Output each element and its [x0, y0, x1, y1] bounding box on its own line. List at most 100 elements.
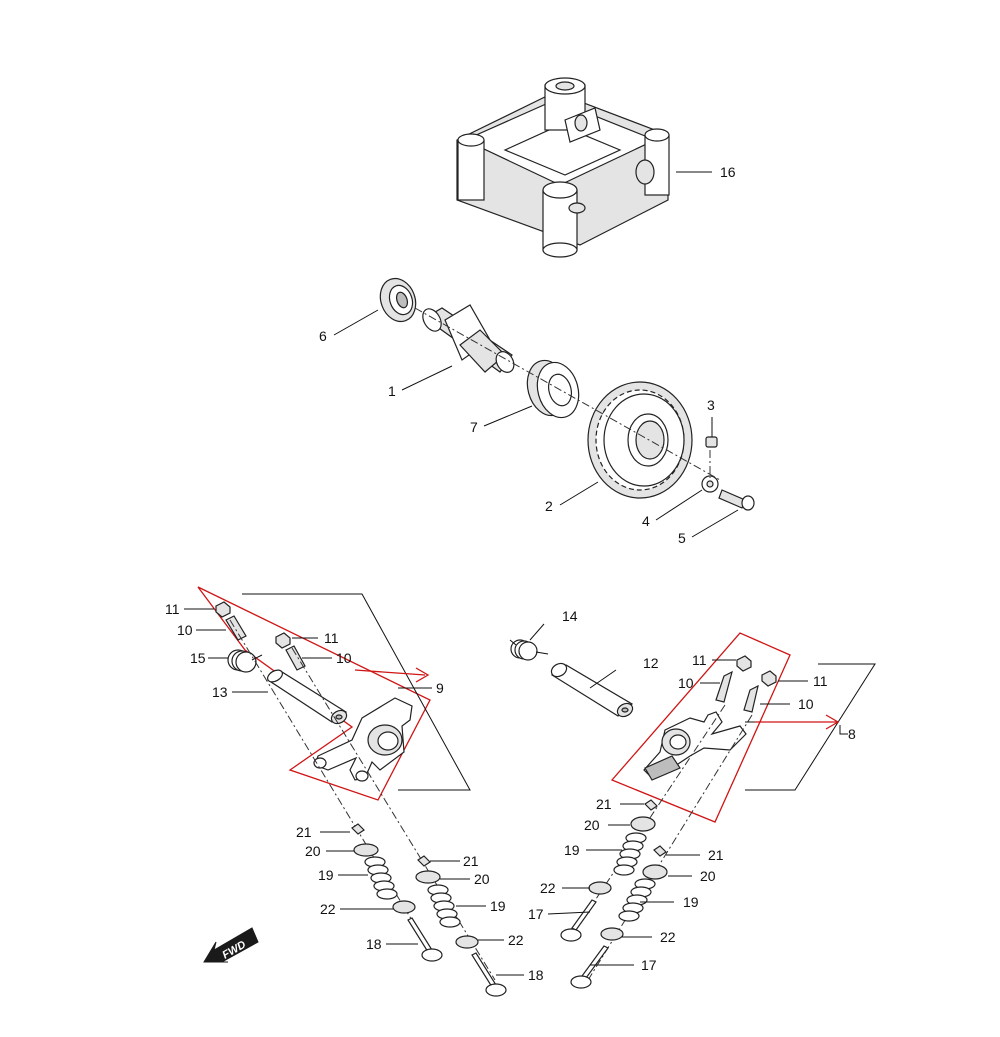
part-7-bearing: [526, 359, 580, 419]
part-20-retainer-left-a: [353, 843, 379, 857]
camshaft-axis-line: [414, 307, 721, 481]
valve-stack-right-a: [560, 799, 658, 942]
part-22-seal-left-a: [392, 900, 416, 914]
part-19-spring-right-b: [618, 878, 656, 922]
callout-20-right-a: 20: [584, 817, 600, 833]
callout-19-left-b: 19: [490, 898, 506, 914]
callout-19-left-a: 19: [318, 867, 334, 883]
callout-10-left-b: 10: [336, 650, 352, 666]
right-valve-axis-a: [571, 704, 726, 936]
part-21-cotter-right-a: [644, 799, 658, 811]
right-valve-axis-b: [584, 714, 753, 986]
part-18-valve-left-b: [471, 952, 507, 997]
part-11-adjust-nut-left-a: [215, 601, 231, 618]
callout-9: 9: [436, 680, 444, 696]
part-22-seal-right-a: [588, 881, 612, 895]
callout-22-right-a: 22: [540, 880, 556, 896]
callout-1: 1: [388, 383, 396, 399]
group-9-outline: [197, 586, 431, 801]
callout-11-left-a: 11: [165, 601, 180, 617]
callout-12: 12: [643, 655, 659, 671]
callout-10-right-a: 10: [678, 675, 694, 691]
callout-21-right-b: 21: [708, 847, 724, 863]
fwd-direction-arrow: FWD: [203, 927, 259, 963]
callout-20-right-b: 20: [700, 868, 716, 884]
part-12-rocker-shaft: [550, 662, 634, 718]
group-9-arrow-head: [415, 667, 430, 683]
part-4-washer: [701, 475, 719, 493]
callout-21-left-a: 21: [296, 824, 312, 840]
callout-18-left-a: 18: [366, 936, 382, 952]
part-10-adjust-screw-right-a: [715, 670, 733, 703]
callout-10-right-b: 10: [798, 696, 814, 712]
callout-15: 15: [190, 650, 206, 666]
part-2-cam-sprocket: [587, 381, 693, 499]
callout-11-right-a: 11: [692, 652, 707, 668]
callout-3: 3: [707, 397, 715, 413]
callout-11-right-b: 11: [813, 673, 828, 689]
part-10-adjust-screw-left-b: [285, 645, 306, 671]
part-16-camshaft-holder: [456, 77, 670, 258]
callout-11-left-b: 11: [324, 630, 339, 646]
callout-18-left-b: 18: [528, 967, 544, 983]
callout-22-right-b: 22: [660, 929, 676, 945]
part-18-valve-left-a: [407, 917, 443, 962]
callout-22-left-a: 22: [320, 901, 336, 917]
group-9-arrow-line: [354, 669, 426, 676]
callout-5: 5: [678, 530, 686, 546]
callout-16: 16: [720, 164, 736, 180]
callout-20-left-a: 20: [305, 843, 321, 859]
callout-4: 4: [642, 513, 650, 529]
left-valve-axis-b: [291, 647, 496, 981]
group-8-outline: [610, 632, 791, 823]
callout-7: 7: [470, 419, 478, 435]
rocker-arm-right: [643, 711, 747, 781]
valve-stack-right-b: [570, 845, 668, 989]
leader-lines: [184, 171, 838, 976]
callout-19-right-b: 19: [683, 894, 699, 910]
part-21-cotter-right-b: [653, 845, 667, 857]
group-8-bracket: [745, 663, 876, 791]
callout-10-left-a: 10: [177, 622, 193, 638]
part-22-seal-left-b: [455, 935, 479, 949]
callout-2: 2: [545, 498, 553, 514]
part-11-adjust-nut-right-a: [736, 655, 752, 672]
part-19-spring-right-a: [613, 832, 647, 876]
callout-8: 8: [848, 726, 856, 742]
part-21-cotter-left-b: [417, 855, 431, 867]
part-17-valve-right-b: [570, 945, 609, 989]
valve-stack-left-b: [415, 855, 507, 997]
group-9-bracket: [242, 593, 471, 791]
part-15-torsion-spring: [227, 649, 263, 673]
part-11-adjust-nut-right-b: [761, 670, 777, 687]
part-6-bearing: [379, 277, 417, 323]
group-8-leader: [839, 725, 848, 735]
part-17-valve-right-a: [560, 899, 597, 942]
part-14-torsion-spring: [509, 639, 549, 661]
callout-numbers: 16 6 1 7 3 2 4 5 11 10 11 10 15 13 9 21 …: [165, 164, 856, 983]
valve-stack-left-a: [351, 823, 443, 962]
part-21-cotter-left-a: [351, 823, 365, 835]
part-1-camshaft: [422, 304, 515, 373]
callout-21-left-b: 21: [463, 853, 479, 869]
callout-13: 13: [212, 684, 228, 700]
group-8-arrow-head: [825, 714, 840, 730]
callout-22-left-b: 22: [508, 932, 524, 948]
part-22-seal-right-b: [600, 927, 624, 941]
part-19-spring-left-b: [427, 884, 461, 928]
callout-17-right-b: 17: [641, 957, 657, 973]
part-13-rocker-shaft: [266, 669, 348, 725]
part-20-retainer-right-a: [630, 816, 656, 832]
part-20-retainer-right-b: [642, 864, 668, 880]
callout-17-right-a: 17: [528, 906, 544, 922]
fwd-label: FWD: [220, 939, 248, 962]
callout-6: 6: [319, 328, 327, 344]
callout-19-right-a: 19: [564, 842, 580, 858]
callout-21-right-a: 21: [596, 796, 612, 812]
part-11-adjust-nut-left-b: [275, 632, 291, 649]
part-5-bolt: [718, 489, 755, 511]
part-19-spring-left-a: [364, 856, 398, 900]
callout-14: 14: [562, 608, 578, 624]
